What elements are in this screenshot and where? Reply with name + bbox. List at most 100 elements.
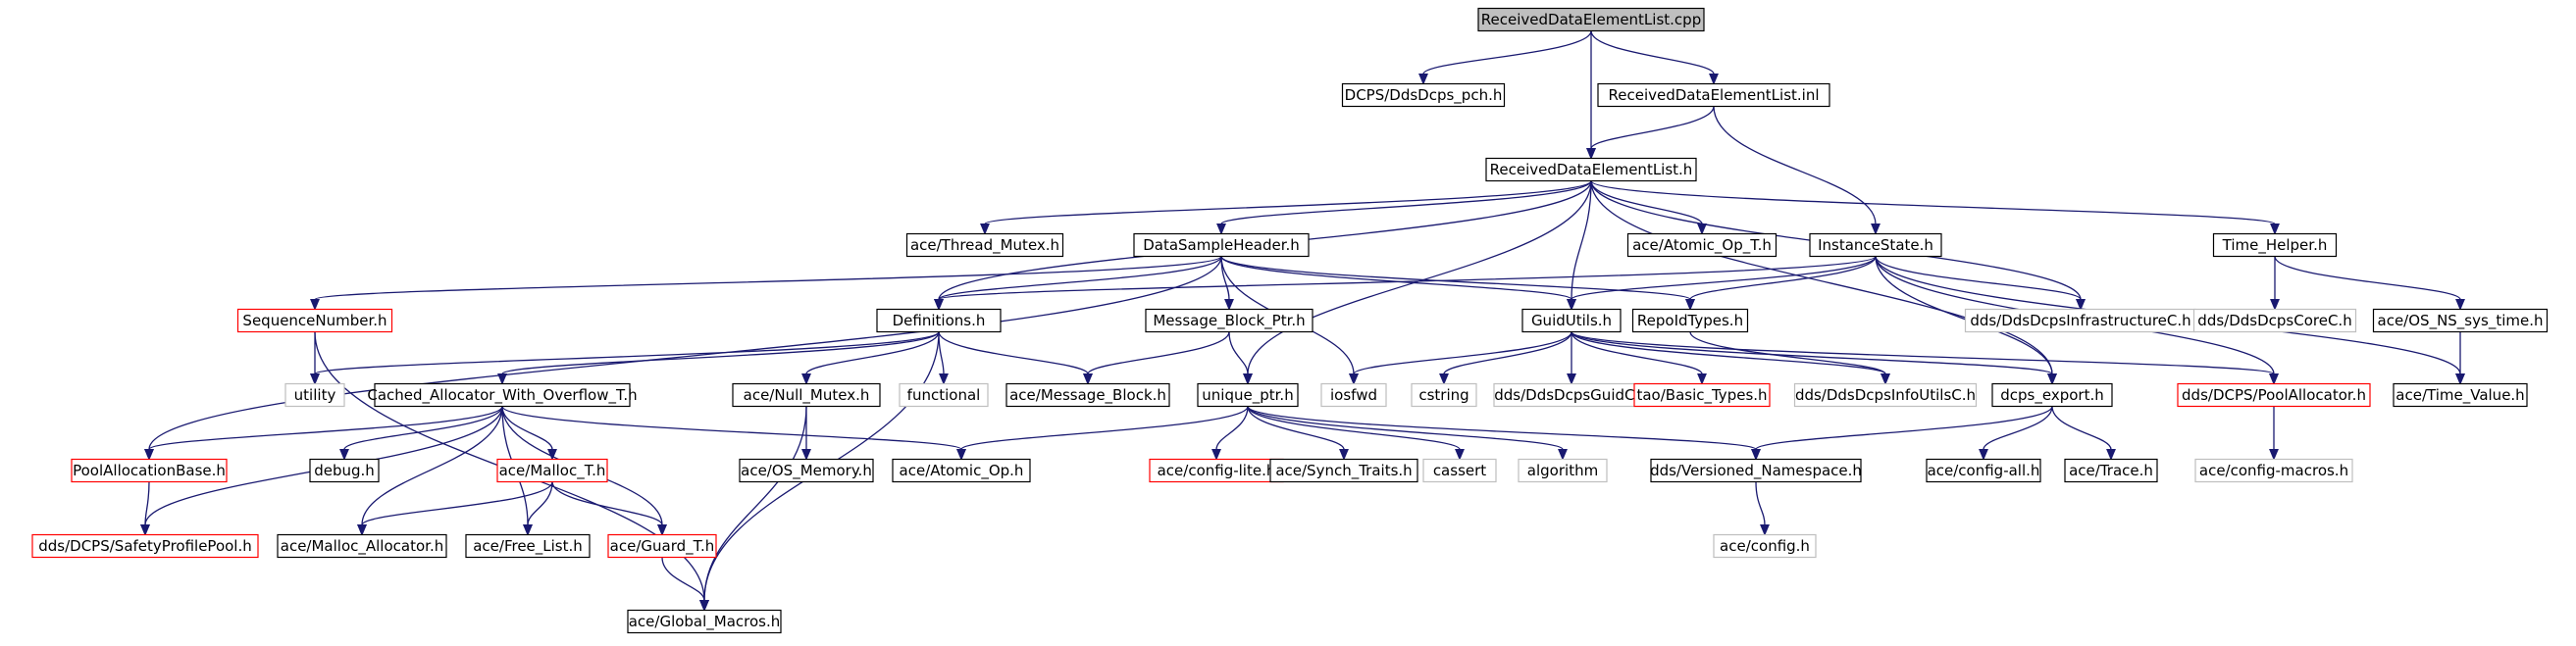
node-label: ace/OS_NS_sys_time.h <box>2378 312 2544 330</box>
node-box <box>465 533 591 559</box>
node-label: GuidUtils.h <box>1531 312 1612 329</box>
node-global_macros[interactable]: ace/Global_Macros.h <box>627 609 782 634</box>
node-pab[interactable]: PoolAllocationBase.h <box>71 458 228 483</box>
node-malloc_t[interactable]: ace/Malloc_T.h <box>496 458 608 483</box>
node-box <box>31 533 259 559</box>
node-label: debug.h <box>314 462 375 479</box>
node-rdel_h[interactable]: ReceivedDataElementList.h <box>1485 157 1697 182</box>
node-label: DCPS/DdsDcps_pch.h <box>1345 86 1503 105</box>
node-config_macros[interactable]: ace/config-macros.h <box>2194 458 2353 483</box>
node-dsh[interactable]: DataSampleHeader.h <box>1133 232 1310 258</box>
node-cawo[interactable]: Cached_Allocator_With_Overflow_T.h <box>367 382 638 408</box>
node-pool_allocator[interactable]: dds/DCPS/PoolAllocator.h <box>2177 382 2371 408</box>
node-box <box>2194 458 2353 483</box>
node-box <box>277 533 447 559</box>
node-algorithm[interactable]: algorithm <box>1518 458 1608 483</box>
edge-mbp-to-unique_ptr <box>1228 331 1253 385</box>
node-box <box>2064 458 2158 483</box>
node-box <box>1320 382 1387 408</box>
node-malloc_allocator[interactable]: ace/Malloc_Allocator.h <box>277 533 447 559</box>
node-label: ace/Time_Value.h <box>2396 386 2524 405</box>
node-guidc[interactable]: dds/DdsDcpsGuidC.h <box>1493 382 1650 408</box>
edge-unique_ptr-to-algorithm <box>1247 406 1568 461</box>
node-label: ace/Synch_Traits.h <box>1275 462 1412 480</box>
node-label: ace/config.h <box>1720 537 1810 555</box>
node-box <box>1145 308 1314 333</box>
node-guidutils[interactable]: GuidUtils.h <box>1521 308 1622 333</box>
node-corec[interactable]: dds/DdsDcpsCoreC.h <box>2192 308 2357 333</box>
node-time_helper[interactable]: Time_Helper.h <box>2212 232 2338 258</box>
node-basic_types[interactable]: tao/Basic_Types.h <box>1633 382 1771 408</box>
node-label: ReceivedDataElementList.cpp <box>1481 11 1701 28</box>
node-box <box>1650 458 1862 483</box>
node-dcps_export[interactable]: dcps_export.h <box>1991 382 2113 408</box>
node-config_all[interactable]: ace/config-all.h <box>1926 458 2041 483</box>
node-box <box>1626 232 1777 258</box>
edge-guidutils-to-iosfwd <box>1349 331 1572 385</box>
node-rdel_inl[interactable]: ReceivedDataElementList.inl <box>1597 82 1830 108</box>
node-label: ace/Thread_Mutex.h <box>910 236 1059 255</box>
edge-time_helper-to-corec <box>2270 256 2280 311</box>
node-box <box>2177 382 2371 408</box>
node-cassert[interactable]: cassert <box>1422 458 1497 483</box>
edge-dsh-to-repoid <box>1220 255 1695 311</box>
node-mbp[interactable]: Message_Block_Ptr.h <box>1145 308 1314 333</box>
node-config_lite[interactable]: ace/config-lite.h <box>1149 458 1284 483</box>
node-thread_mutex[interactable]: ace/Thread_Mutex.h <box>905 232 1064 258</box>
node-guard_t[interactable]: ace/Guard_T.h <box>607 533 717 559</box>
node-instance_state[interactable]: InstanceState.h <box>1809 232 1942 258</box>
node-null_mutex[interactable]: ace/Null_Mutex.h <box>732 382 881 408</box>
edge-guidutils-to-guidc <box>1567 331 1576 385</box>
node-free_list[interactable]: ace/Free_List.h <box>465 533 591 559</box>
edge-rdel_inl-to-rdel_h <box>1586 106 1715 160</box>
node-box <box>374 382 631 408</box>
node-label: Time_Helper.h <box>2222 236 2328 255</box>
edge-unique_ptr-to-cassert <box>1247 406 1465 461</box>
node-box <box>876 308 1002 333</box>
node-cstring[interactable]: cstring <box>1411 382 1477 408</box>
node-iosfwd[interactable]: iosfwd <box>1320 382 1387 408</box>
node-versioned_ns[interactable]: dds/Versioned_Namespace.h <box>1650 458 1862 483</box>
node-functional[interactable]: functional <box>899 382 989 408</box>
edge-unique_ptr-to-atomic_op <box>956 406 1249 461</box>
node-root[interactable]: ReceivedDataElementList.cpp <box>1477 7 1705 32</box>
node-os_ns_time[interactable]: ace/OS_NS_sys_time.h <box>2372 308 2549 333</box>
node-label: ace/Atomic_Op_T.h <box>1632 236 1772 255</box>
node-definitions[interactable]: Definitions.h <box>876 308 1002 333</box>
edge-os_ns_time-to-time_value <box>2455 331 2465 385</box>
node-seqnum[interactable]: SequenceNumber.h <box>236 308 393 333</box>
node-unique_ptr[interactable]: unique_ptr.h <box>1197 382 1299 408</box>
node-label: ace/Atomic_Op.h <box>900 462 1024 480</box>
edge-unique_ptr-to-synch_traits <box>1247 406 1349 461</box>
node-atomic_op[interactable]: ace/Atomic_Op.h <box>892 458 1031 483</box>
node-infra[interactable]: dds/DdsDcpsInfrastructureC.h <box>1964 308 2197 333</box>
node-label: utility <box>294 386 336 404</box>
node-os_memory[interactable]: ace/OS_Memory.h <box>739 458 874 483</box>
node-debug[interactable]: debug.h <box>309 458 380 483</box>
edge-cawo-to-debug <box>339 406 503 461</box>
node-box <box>1133 232 1310 258</box>
node-label: ace/config-macros.h <box>2199 462 2348 479</box>
node-label: ace/Guard_T.h <box>610 537 715 556</box>
node-label: ace/config-lite.h <box>1158 462 1276 479</box>
node-infoutilsc[interactable]: dds/DdsDcpsInfoUtilsC.h <box>1793 382 1978 408</box>
node-safety_pool[interactable]: dds/DCPS/SafetyProfilePool.h <box>31 533 259 559</box>
node-atomic_op_t[interactable]: ace/Atomic_Op_T.h <box>1626 232 1777 258</box>
edge-rdel_h-to-atomic_op_t <box>1590 180 1707 235</box>
edge-unique_ptr-to-config_lite <box>1211 406 1249 461</box>
node-repoid[interactable]: RepoIdTypes.h <box>1631 308 1749 333</box>
node-utility[interactable]: utility <box>284 382 345 408</box>
node-label: dds/DdsDcpsInfoUtilsC.h <box>1795 386 1976 404</box>
edge-instance_state-to-infra <box>1875 256 2086 311</box>
node-trace[interactable]: ace/Trace.h <box>2064 458 2158 483</box>
node-synch_traits[interactable]: ace/Synch_Traits.h <box>1269 458 1418 483</box>
node-box <box>2372 308 2549 333</box>
node-ddsdcps_pch[interactable]: DCPS/DdsDcps_pch.h <box>1341 82 1506 108</box>
edge-rdel_h-to-guidutils <box>1567 180 1592 311</box>
node-message_block[interactable]: ace/Message_Block.h <box>1005 382 1170 408</box>
node-box <box>739 458 874 483</box>
node-time_value[interactable]: ace/Time_Value.h <box>2393 382 2528 408</box>
node-label: tao/Basic_Types.h <box>1636 386 1767 405</box>
edge-cawo-to-malloc_allocator <box>357 406 503 536</box>
node-config[interactable]: ace/config.h <box>1713 533 1817 559</box>
